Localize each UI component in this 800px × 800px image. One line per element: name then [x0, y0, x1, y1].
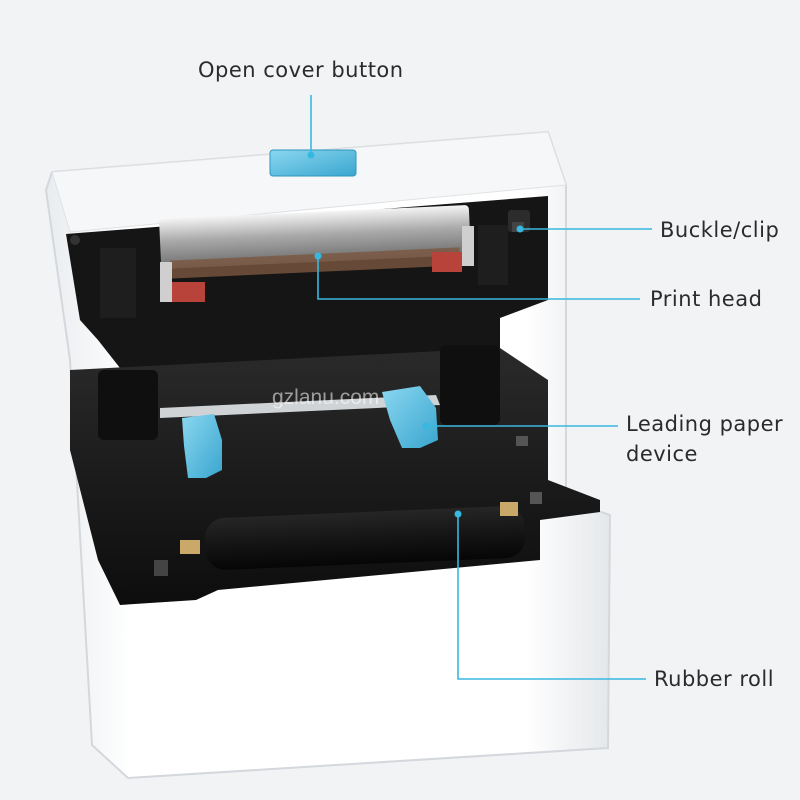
- label-buckle-clip: Buckle/clip: [660, 218, 780, 242]
- watermark: gzlanu.com: [272, 386, 380, 409]
- label-rubber-roll: Rubber roll: [654, 667, 775, 691]
- leader-print-head: [317, 256, 640, 300]
- open-cover-button-part: [269, 149, 357, 177]
- leader-rubber-roll: [457, 514, 646, 680]
- dot-buckle-clip: [516, 225, 524, 233]
- label-print-head: Print head: [650, 287, 763, 311]
- dot-print-head: [314, 252, 322, 260]
- dot-open-cover: [307, 151, 315, 159]
- print-head-part: [159, 205, 474, 302]
- callout-lines: [310, 95, 652, 680]
- dot-leading-paper: [422, 422, 430, 430]
- leading-paper-device-part: [182, 386, 438, 478]
- label-leading-paper-line2: device: [626, 442, 698, 466]
- dot-rubber-roll: [454, 510, 462, 518]
- label-leading-paper-line1: Leading paper: [626, 412, 784, 436]
- callout-dots: [307, 151, 524, 518]
- label-open-cover-button: Open cover button: [198, 58, 404, 82]
- rubber-roll-part: [180, 502, 526, 570]
